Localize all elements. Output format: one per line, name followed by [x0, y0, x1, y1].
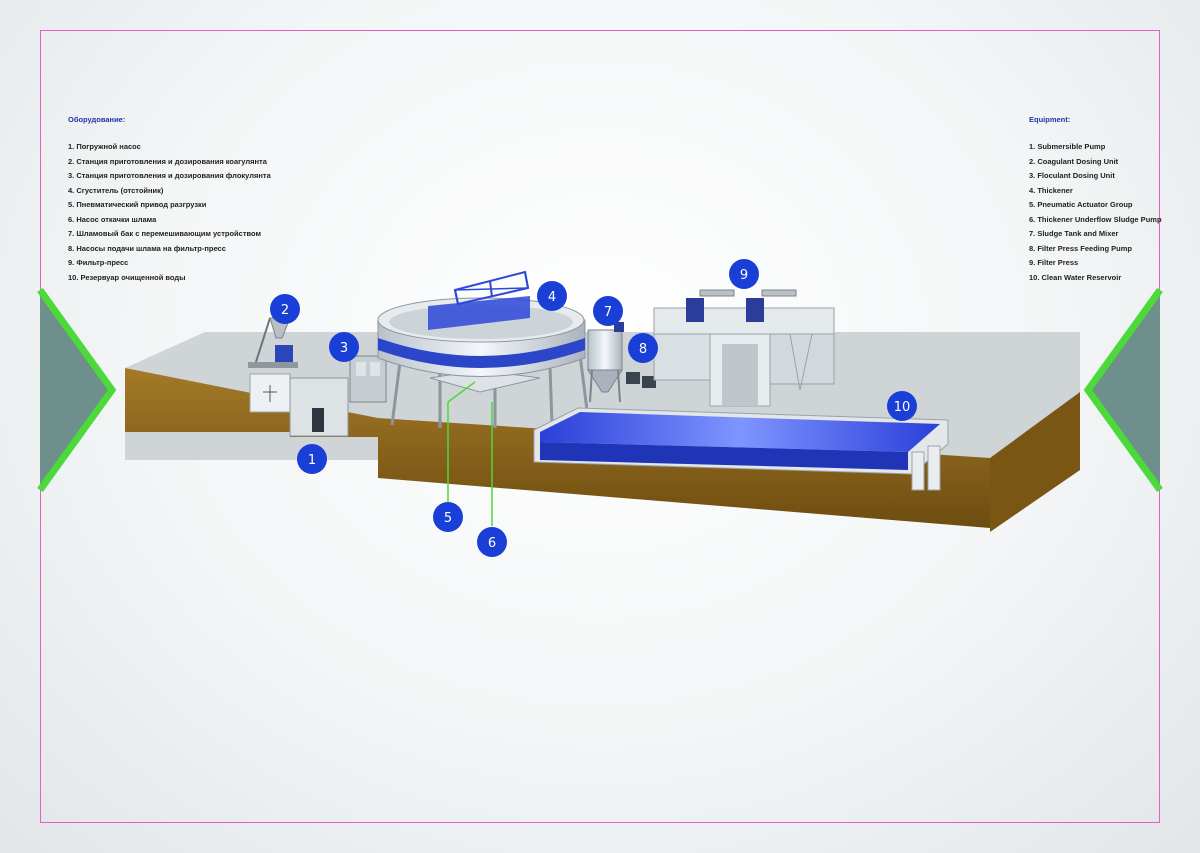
legend-item: 4. Thickener [1029, 185, 1073, 195]
badge-3: 3 [329, 332, 359, 362]
legend-item: 2. Coagulant Dosing Unit [1029, 156, 1119, 166]
legend-item: 9. Фильтр-пресс [68, 258, 129, 267]
legend-item: 10. Clean Water Reservoir [1029, 272, 1122, 282]
legend-item: 5. Пневматический привод разгрузки [68, 200, 207, 209]
badge-9: 9 [729, 259, 759, 289]
legend-item: 3. Станция приготовления и дозирования ф… [68, 171, 271, 180]
badge-1: 1 [297, 444, 327, 474]
right-arrow-decoration [1083, 287, 1163, 493]
legend-item: 8. Filter Press Feeding Pump [1029, 243, 1132, 253]
legend-item: 5. Pneumatic Actuator Group [1029, 200, 1133, 209]
legend-item: 9. Filter Press [1029, 258, 1079, 267]
badge-4: 4 [537, 281, 567, 311]
svg-text:1: 1 [308, 453, 316, 468]
sump-pit [249, 373, 349, 437]
legend-item: 10. Резервуар очищенной воды [68, 272, 186, 282]
soil-side [990, 392, 1080, 532]
legend-item: 3. Floculant Dosing Unit [1029, 171, 1115, 180]
callout-line-5-top [447, 381, 476, 403]
svg-text:8: 8 [639, 342, 647, 357]
badge-5: 5 [433, 502, 463, 532]
filter-press-building [653, 289, 835, 407]
legend-english: Equipment: 1. Submersible Pump 2. Coagul… [1029, 115, 1162, 285]
filter-press-feed-pumps [626, 372, 656, 388]
svg-text:4: 4 [548, 290, 556, 305]
legend-russian: Оборудование: 1. Погружной насос 2. Стан… [68, 115, 271, 285]
svg-text:5: 5 [444, 511, 452, 526]
badge-7: 7 [593, 296, 623, 326]
legend-item: 2. Станция приготовления и дозирования к… [68, 156, 267, 166]
legend-title: Equipment: [1029, 115, 1071, 124]
legend-item: 7. Шламовый бак с перемешивающим устройс… [68, 229, 262, 238]
badge-6: 6 [477, 527, 507, 557]
svg-text:6: 6 [488, 536, 496, 551]
legend-item: 6. Thickener Underflow Sludge Pump [1029, 214, 1162, 224]
svg-text:3: 3 [340, 341, 348, 356]
badge-10: 10 [887, 391, 917, 421]
thickener-bridge [428, 270, 530, 330]
clean-water-reservoir [533, 407, 949, 491]
svg-text:7: 7 [604, 305, 612, 320]
left-arrow-decoration [37, 287, 117, 493]
legend-item: 7. Sludge Tank and Mixer [1029, 229, 1119, 238]
svg-text:2: 2 [281, 303, 289, 318]
badge-8: 8 [628, 333, 658, 363]
legend-item: 1. Погружной насос [68, 142, 141, 151]
legend-item: 4. Сгуститель (отстойник) [68, 185, 164, 195]
svg-text:10: 10 [894, 400, 911, 415]
legend-item: 6. Насос откачки шлама [68, 214, 157, 224]
svg-text:9: 9 [740, 268, 748, 283]
legend-title: Оборудование: [68, 115, 126, 124]
legend-item: 8. Насосы подачи шлама на фильтр-пресс [68, 243, 226, 253]
legend-item: 1. Submersible Pump [1029, 142, 1106, 151]
sludge-tank [587, 322, 624, 403]
badge-2: 2 [270, 294, 300, 324]
floculant-dosing-unit [349, 355, 387, 403]
